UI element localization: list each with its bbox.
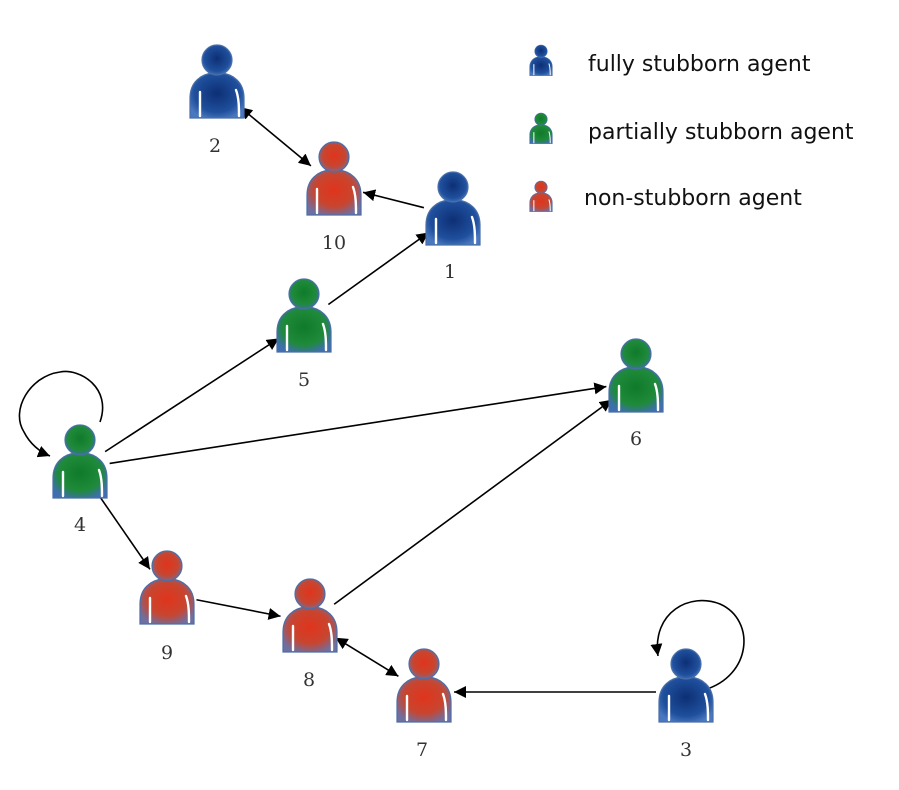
fully-stubborn-agent-icon	[658, 648, 714, 723]
agent-label-3: 3	[680, 739, 692, 761]
non-stubborn-agent-icon	[306, 141, 362, 216]
non-stubborn-agent-icon	[396, 648, 452, 723]
agent-node-2: 2	[189, 44, 245, 157]
agent-label-5: 5	[298, 369, 310, 391]
legend-label-partially: partially stubborn agent	[588, 120, 854, 145]
edge-4-5	[104, 337, 280, 453]
agent-node-5: 5	[276, 278, 332, 391]
legend-label-non: non-stubborn agent	[584, 186, 802, 211]
non-stubborn-agent-icon	[282, 578, 338, 653]
legend: fully stubborn agent partially stubborn a…	[529, 44, 854, 212]
agent-node-6: 6	[608, 338, 664, 450]
agent-node-3: 3	[658, 648, 714, 761]
nodes-layer: 1 2 3 4 5 6 7 8 9 10	[52, 44, 714, 761]
edge-8-7	[335, 637, 399, 677]
agent-node-7: 7	[396, 648, 452, 761]
edge-2-10	[239, 106, 312, 167]
edge-4-4	[18, 370, 104, 458]
fully-stubborn-agent-icon	[189, 44, 245, 119]
edge-8-6	[333, 399, 613, 605]
edge-4-9	[96, 492, 151, 570]
partially-stubborn-agent-icon	[608, 338, 664, 413]
agent-node-9: 9	[139, 550, 195, 664]
partially-legend-icon	[529, 112, 553, 144]
partially-stubborn-agent-icon	[276, 278, 332, 353]
fully-stubborn-agent-icon	[425, 171, 481, 246]
agent-label-4: 4	[74, 514, 86, 536]
agent-label-8: 8	[303, 669, 315, 691]
non-legend-icon	[529, 180, 553, 212]
agent-node-4: 4	[52, 424, 108, 536]
partially-stubborn-agent-icon	[52, 424, 108, 499]
non-stubborn-agent-icon	[139, 550, 195, 625]
agent-node-8: 8	[282, 578, 338, 691]
agent-label-6: 6	[630, 428, 642, 450]
agent-label-9: 9	[161, 642, 173, 664]
agent-node-1: 1	[425, 171, 481, 283]
agent-label-7: 7	[416, 739, 428, 761]
agent-label-10: 10	[322, 232, 346, 254]
edge-9-8	[196, 598, 281, 620]
fully-legend-icon	[529, 44, 553, 76]
edge-3-3	[650, 599, 745, 691]
agent-label-1: 1	[444, 261, 456, 283]
legend-item-fully: fully stubborn agent	[529, 44, 811, 77]
agent-label-2: 2	[209, 135, 221, 157]
edge-4-6	[109, 382, 607, 465]
edge-5-1	[327, 231, 430, 306]
legend-item-partially: partially stubborn agent	[529, 112, 854, 145]
legend-item-non: non-stubborn agent	[529, 180, 802, 212]
legend-label-fully: fully stubborn agent	[588, 52, 811, 77]
edge-1-10	[362, 189, 425, 209]
agent-node-10: 10	[306, 141, 362, 254]
edges-layer	[18, 106, 745, 698]
